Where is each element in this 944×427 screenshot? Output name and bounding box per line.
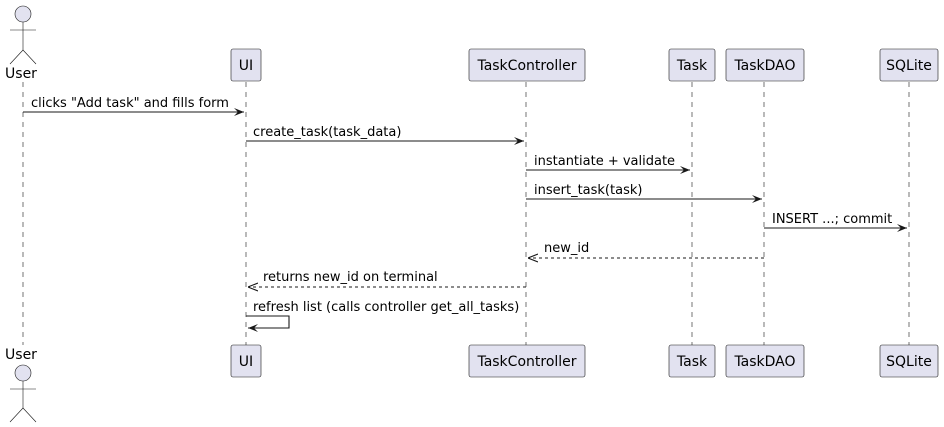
message-3: instantiate + validate bbox=[526, 154, 690, 174]
actor-user-bottom: User bbox=[5, 347, 37, 423]
participant-ui-bottom: UI bbox=[230, 344, 262, 378]
participant-task-bottom: Task bbox=[668, 344, 716, 378]
message-8-self: refresh list (calls controller get_all_t… bbox=[246, 300, 519, 332]
svg-text:UI: UI bbox=[239, 354, 253, 370]
participant-dao-top: TaskDAO bbox=[725, 48, 805, 82]
svg-text:TaskController: TaskController bbox=[476, 58, 576, 74]
actor-user-label-top: User bbox=[5, 66, 37, 82]
participant-ui-top: UI bbox=[230, 48, 262, 82]
message-4: insert_task(task) bbox=[526, 183, 762, 203]
participant-dao-bottom: TaskDAO bbox=[725, 344, 805, 378]
message-4-label: insert_task(task) bbox=[534, 183, 642, 198]
message-6-return: new_id bbox=[528, 241, 764, 258]
svg-text:Task: Task bbox=[676, 354, 708, 370]
participant-sqlite-top: SQLite bbox=[879, 48, 939, 82]
message-2-label: create_task(task_data) bbox=[253, 125, 401, 140]
svg-text:TaskDAO: TaskDAO bbox=[733, 58, 795, 74]
message-3-label: instantiate + validate bbox=[534, 154, 675, 169]
svg-text:SQLite: SQLite bbox=[886, 58, 932, 74]
message-7-return: returns new_id on terminal bbox=[248, 270, 526, 287]
message-1-label: clicks "Add task" and fills form bbox=[31, 96, 229, 111]
message-8-label: refresh list (calls controller get_all_t… bbox=[253, 300, 519, 315]
participant-task-top: Task bbox=[668, 48, 716, 82]
message-7-label: returns new_id on terminal bbox=[263, 270, 438, 285]
svg-text:TaskController: TaskController bbox=[476, 354, 576, 370]
participant-controller-bottom: TaskController bbox=[468, 344, 586, 378]
actor-user-top: User bbox=[5, 5, 37, 82]
message-2: create_task(task_data) bbox=[246, 125, 524, 145]
svg-text:Task: Task bbox=[676, 58, 708, 74]
svg-text:SQLite: SQLite bbox=[886, 354, 932, 370]
message-6-label: new_id bbox=[544, 241, 589, 256]
svg-text:TaskDAO: TaskDAO bbox=[733, 354, 795, 370]
message-5-label: INSERT ...; commit bbox=[772, 212, 892, 227]
participant-controller-top: TaskController bbox=[468, 48, 586, 82]
message-5: INSERT ...; commit bbox=[764, 212, 907, 232]
svg-text:UI: UI bbox=[239, 58, 253, 74]
participant-sqlite-bottom: SQLite bbox=[879, 344, 939, 378]
message-1: clicks "Add task" and fills form bbox=[23, 96, 244, 116]
actor-user-label-bottom: User bbox=[5, 347, 37, 363]
